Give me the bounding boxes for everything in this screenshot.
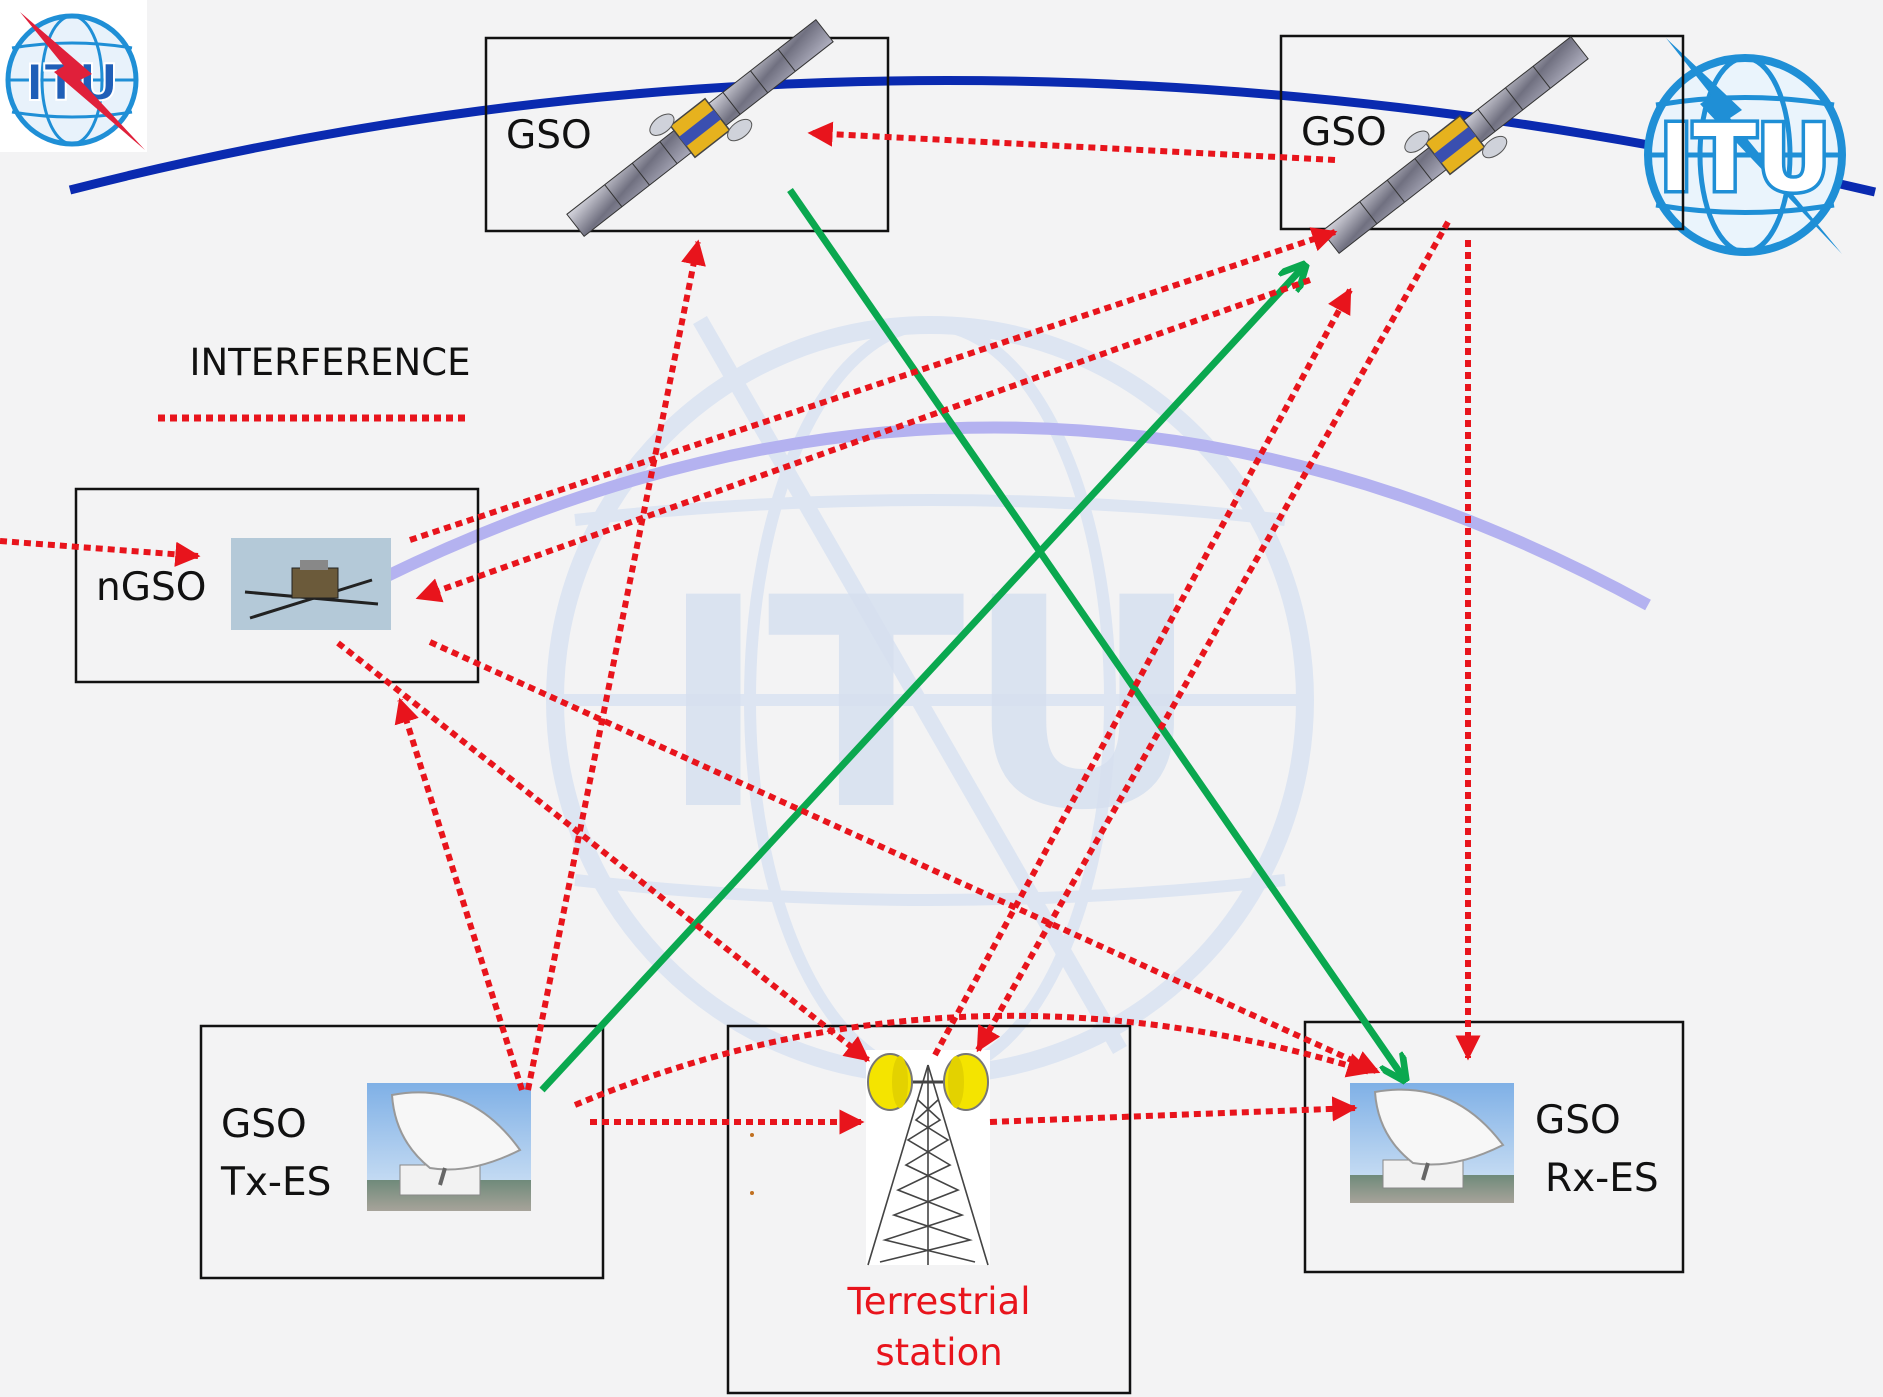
legend: INTERFERENCE <box>158 341 471 422</box>
tx-es-label-line2: Tx-ES <box>220 1160 331 1205</box>
interference-gso-right-to-gso-left <box>807 121 1336 163</box>
interference-ngso-to-terrestrial <box>336 640 870 1063</box>
satellite-icon <box>566 18 834 238</box>
terrestrial-label-line1: Terrestrial <box>846 1280 1030 1323</box>
interference-links <box>0 121 1481 1135</box>
gso-left-label: GSO <box>506 113 592 158</box>
interference-terrestrial-to-gso-right <box>932 287 1353 1057</box>
ngso-box <box>74 487 480 684</box>
wanted-link-gso-left-to-rx <box>787 188 1405 1080</box>
dish-antenna-icon <box>1350 1083 1514 1203</box>
ngso-orbit <box>327 421 1651 611</box>
interference-tx-to-gso-left <box>525 239 706 1091</box>
terrestrial-label-line2: station <box>875 1331 1002 1374</box>
rx-es-box <box>1303 1020 1685 1274</box>
gso-orbit <box>68 76 1877 197</box>
lightning-icon <box>20 12 145 150</box>
legend-label: INTERFERENCE <box>190 341 471 384</box>
interference-ngso-to-rx <box>428 639 1381 1075</box>
interference-ngso-to-gso-right <box>409 227 1338 543</box>
tx-es-box <box>199 1024 605 1280</box>
itu-logo-top-left: ITU <box>0 0 147 152</box>
wanted-links <box>539 188 1405 1093</box>
satellite-icon <box>1321 35 1589 255</box>
small-satellite-icon <box>231 538 391 630</box>
itu-logo-top-right: ITU <box>1644 38 1846 256</box>
rx-es-label-line2: Rx-ES <box>1545 1156 1659 1201</box>
tx-es-label-line1: GSO <box>221 1102 307 1147</box>
interference-left-edge-to-ngso <box>0 538 201 567</box>
ngso-label: nGSO <box>96 565 206 610</box>
watermark-text: ITU <box>659 537 1200 874</box>
terrestrial-box <box>726 1024 1132 1395</box>
interference-terrestrial-to-rx <box>989 1096 1358 1125</box>
gso-right-box <box>1279 34 1685 231</box>
gso-right-label: GSO <box>1301 110 1387 155</box>
itu-logo-top-right-text: ITU <box>1659 105 1831 212</box>
interference-gso-right-to-terrestrial <box>975 220 1451 1053</box>
rx-es-label-line1: GSO <box>1535 1098 1621 1143</box>
wanted-link-tx-to-gso-right <box>539 265 1305 1093</box>
radio-tower-icon <box>750 1050 990 1266</box>
dish-antenna-icon <box>367 1083 531 1211</box>
interference-gso-right-to-ngso <box>415 277 1312 603</box>
interference-tx-to-ngso <box>394 697 525 1091</box>
